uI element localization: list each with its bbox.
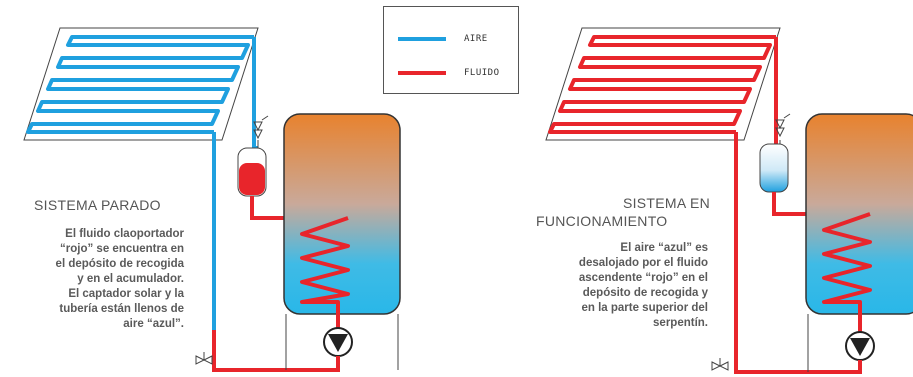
left-panel-description: El fluido claoportador “rojo” se encuent…	[14, 227, 184, 332]
left-panel-title: SISTEMA PARADO	[34, 197, 161, 213]
left-tank-frame	[285, 314, 399, 370]
left-heat-exchanger-coil	[300, 216, 350, 336]
right-panel-description: El aire “azul” es desalojado por el flui…	[528, 241, 708, 331]
left-desc-line: y en el acumulador.	[77, 273, 184, 285]
legend-label-air: AIRE	[464, 34, 488, 44]
left-pipe-fluid-return	[212, 330, 340, 372]
left-pump-arrow-icon	[328, 334, 348, 352]
right-air-vent-icon	[775, 113, 791, 146]
right-desc-line: desalojado por el fluido	[578, 257, 708, 269]
right-drainback-vessel	[759, 143, 789, 193]
right-system	[545, 27, 913, 374]
left-vessel-fluid	[239, 163, 265, 195]
left-air-vent-icon	[253, 115, 269, 148]
legend-item-fluid: FLUIDO	[398, 67, 500, 79]
legend: AIRE FLUIDO	[383, 6, 519, 94]
left-desc-line: aire “azul”.	[123, 318, 184, 330]
right-panel-title: SISTEMA EN FUNCIONAMIENTO	[536, 194, 710, 230]
left-desc-line: “rojo” se encuentra en	[60, 243, 184, 255]
legend-label-fluid: FLUIDO	[464, 68, 500, 78]
left-desc-line: el depósito de recogida	[55, 258, 184, 270]
right-desc-line: en la parte superior del	[581, 302, 708, 314]
right-title-line: SISTEMA EN	[622, 195, 710, 211]
legend-swatch-fluid	[398, 71, 446, 75]
legend-swatch-air	[398, 37, 446, 41]
left-desc-line: tubería están llenos de	[59, 303, 184, 315]
left-desc-line: El fluido claoportador	[65, 228, 184, 240]
right-pump-arrow-icon	[850, 338, 870, 356]
right-desc-line: ascendente “rojo” en el	[578, 272, 708, 284]
right-desc-line: serpentín.	[653, 317, 708, 329]
right-collector-serpentine	[548, 35, 776, 134]
left-storage-tank	[283, 113, 401, 315]
left-system	[23, 27, 401, 372]
right-heat-exchanger-coil	[822, 212, 872, 336]
right-storage-tank	[805, 113, 913, 315]
right-title-line: FUNCIONAMIENTO	[536, 213, 668, 229]
right-desc-line: depósito de recogida y	[582, 287, 708, 299]
right-desc-line: El aire “azul” es	[620, 242, 708, 254]
right-pipe-fluid-return	[734, 360, 862, 374]
right-drain-valve-icon	[711, 358, 729, 371]
legend-item-air: AIRE	[398, 33, 488, 45]
left-drain-valve-icon	[195, 352, 213, 365]
left-desc-line: El captador solar y la	[68, 288, 184, 300]
left-collector-serpentine	[26, 35, 254, 134]
